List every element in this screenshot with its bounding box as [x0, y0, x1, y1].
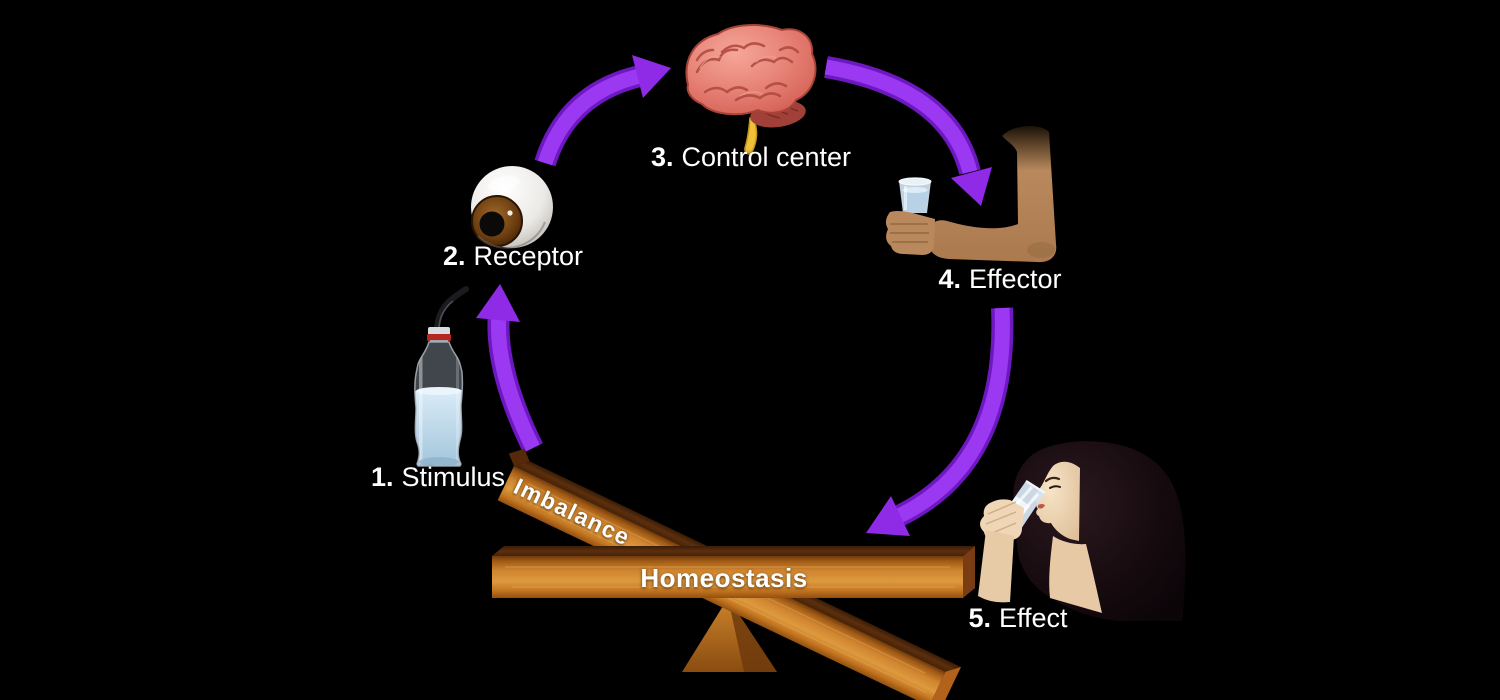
feedback-cycle-arrows [476, 55, 1014, 536]
arrow-stimulus-to-receptor [476, 284, 543, 453]
step-number: 3. [650, 142, 674, 172]
homeostasis-plank [492, 546, 975, 598]
arm-with-glass-icon [885, 126, 1057, 263]
step-text: Effect [998, 603, 1068, 633]
seesaw [492, 448, 975, 700]
step-number: 1. [370, 462, 394, 492]
hair [1013, 441, 1186, 621]
face-profile [1031, 461, 1080, 541]
water-bottle-icon [414, 286, 469, 467]
step-text: Effector [968, 264, 1062, 294]
arrow-control-to-effector [824, 56, 992, 206]
label-effector: 4.Effector [938, 266, 1061, 293]
arrow-receptor-to-control [534, 55, 671, 167]
fulcrum-triangle [682, 598, 777, 672]
brain-stem [744, 117, 758, 155]
arrow-effector-to-effect [866, 307, 1014, 536]
eyeball-icon [471, 166, 553, 249]
glass-of-water [898, 177, 932, 213]
step-number: 5. [968, 603, 991, 633]
step-number: 2. [442, 241, 466, 271]
step-number: 4. [938, 264, 961, 294]
homeostasis-plank-label: Homeostasis [640, 563, 808, 593]
forearm [978, 530, 1014, 603]
label-stimulus: 1.Stimulus [371, 464, 505, 491]
label-receptor: 2.Receptor [443, 243, 583, 270]
label-effect: 5.Effect [968, 605, 1067, 632]
step-text: Receptor [473, 241, 584, 271]
brain-icon [685, 24, 817, 155]
neck-chest [1049, 536, 1102, 613]
step-text: Control center [681, 142, 852, 172]
person-drinking-icon [978, 441, 1186, 621]
step-text: Stimulus [401, 462, 506, 492]
label-control-center: 3.Control center [651, 144, 851, 171]
